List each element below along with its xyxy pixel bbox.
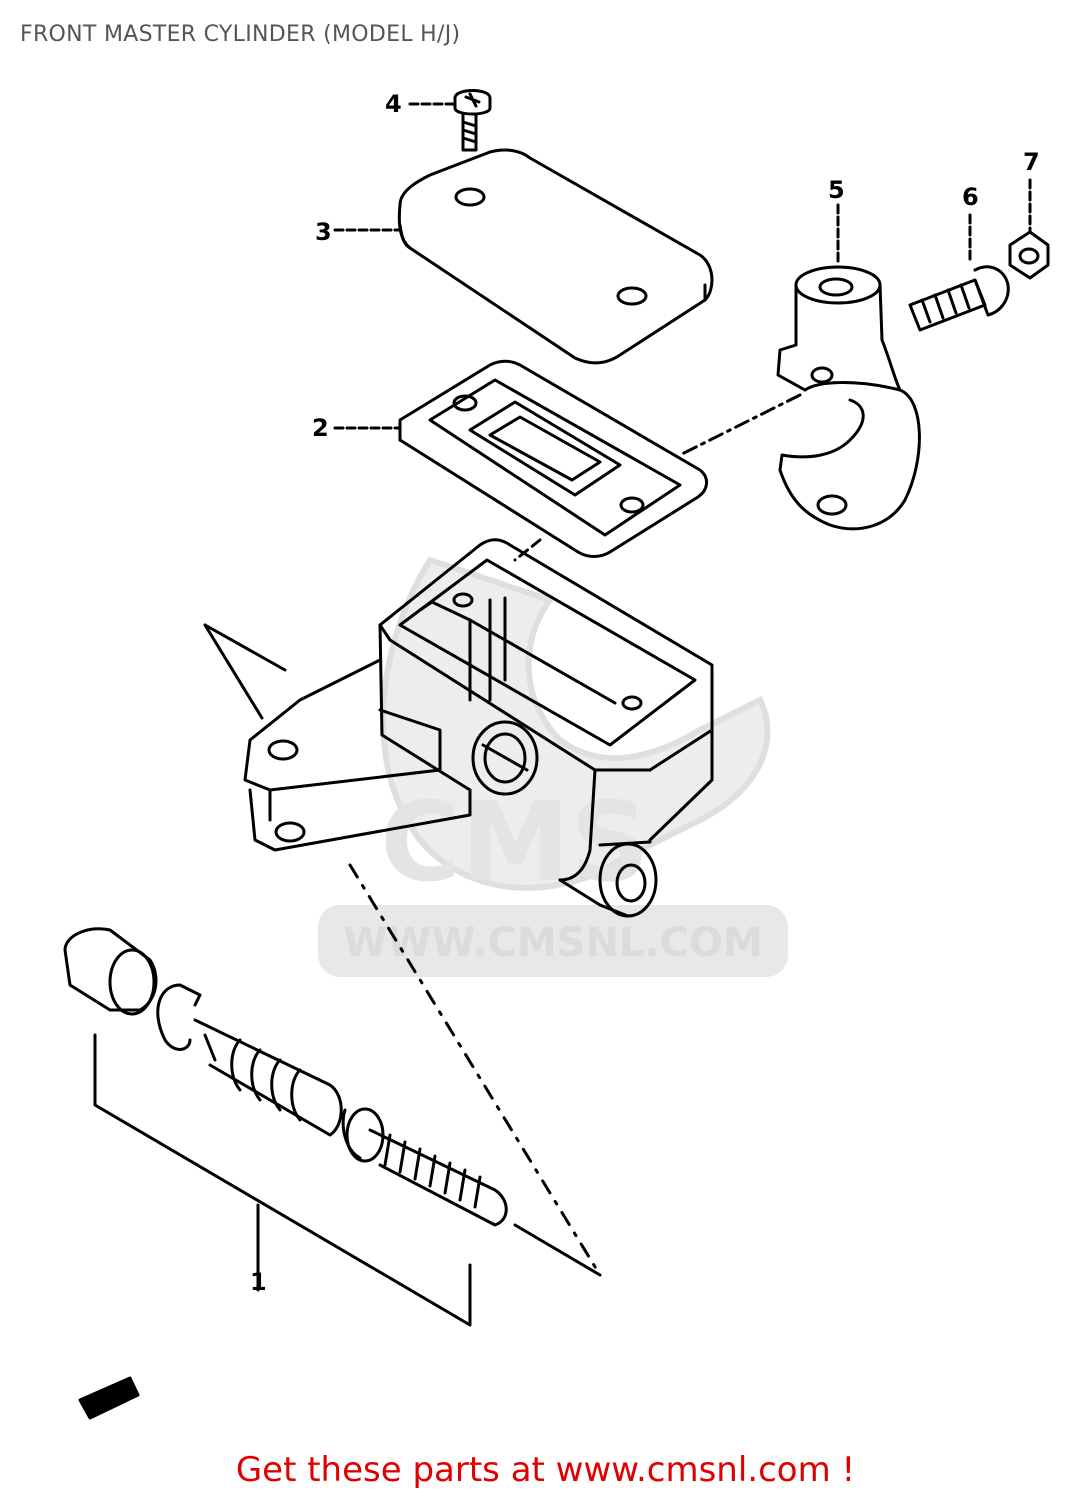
callout-labels: 1 2 3 4 5 6 7 [250,90,1040,1296]
footer-text[interactable]: Get these parts at www.cmsnl.com ! [235,1450,856,1490]
front-arrow-icon [78,1376,140,1420]
watermark-text: WWW.CMSNL.COM [343,920,763,966]
watermark-logo-icon [380,556,771,891]
parts-diagram: CMS WWW.CMSNL.COM [63,89,1050,1420]
watermark: CMS WWW.CMSNL.COM [318,556,788,977]
callout-6: 6 [962,183,979,211]
part-4-screw [408,89,492,152]
callout-3: 3 [315,218,332,246]
part-5-clamp [678,203,921,531]
part-7-nut [1008,178,1050,280]
master-cylinder-body [203,538,714,918]
footer-link[interactable]: Get these parts at www.cmsnl.com ! [0,1450,1091,1490]
callout-7: 7 [1023,148,1040,176]
part-1-piston-kit [63,863,602,1327]
callout-4: 4 [385,90,402,118]
page-title: FRONT MASTER CYLINDER (MODEL H/J) [20,22,461,47]
part-3-reservoir-cap [333,148,714,365]
callout-1: 1 [250,1268,267,1296]
watermark-banner [318,905,788,977]
part-6-bolt [908,213,1010,332]
callout-5: 5 [828,176,845,204]
svg-text:CMS: CMS [380,778,649,906]
part-2-diaphragm [333,359,708,562]
callout-2: 2 [312,414,329,442]
